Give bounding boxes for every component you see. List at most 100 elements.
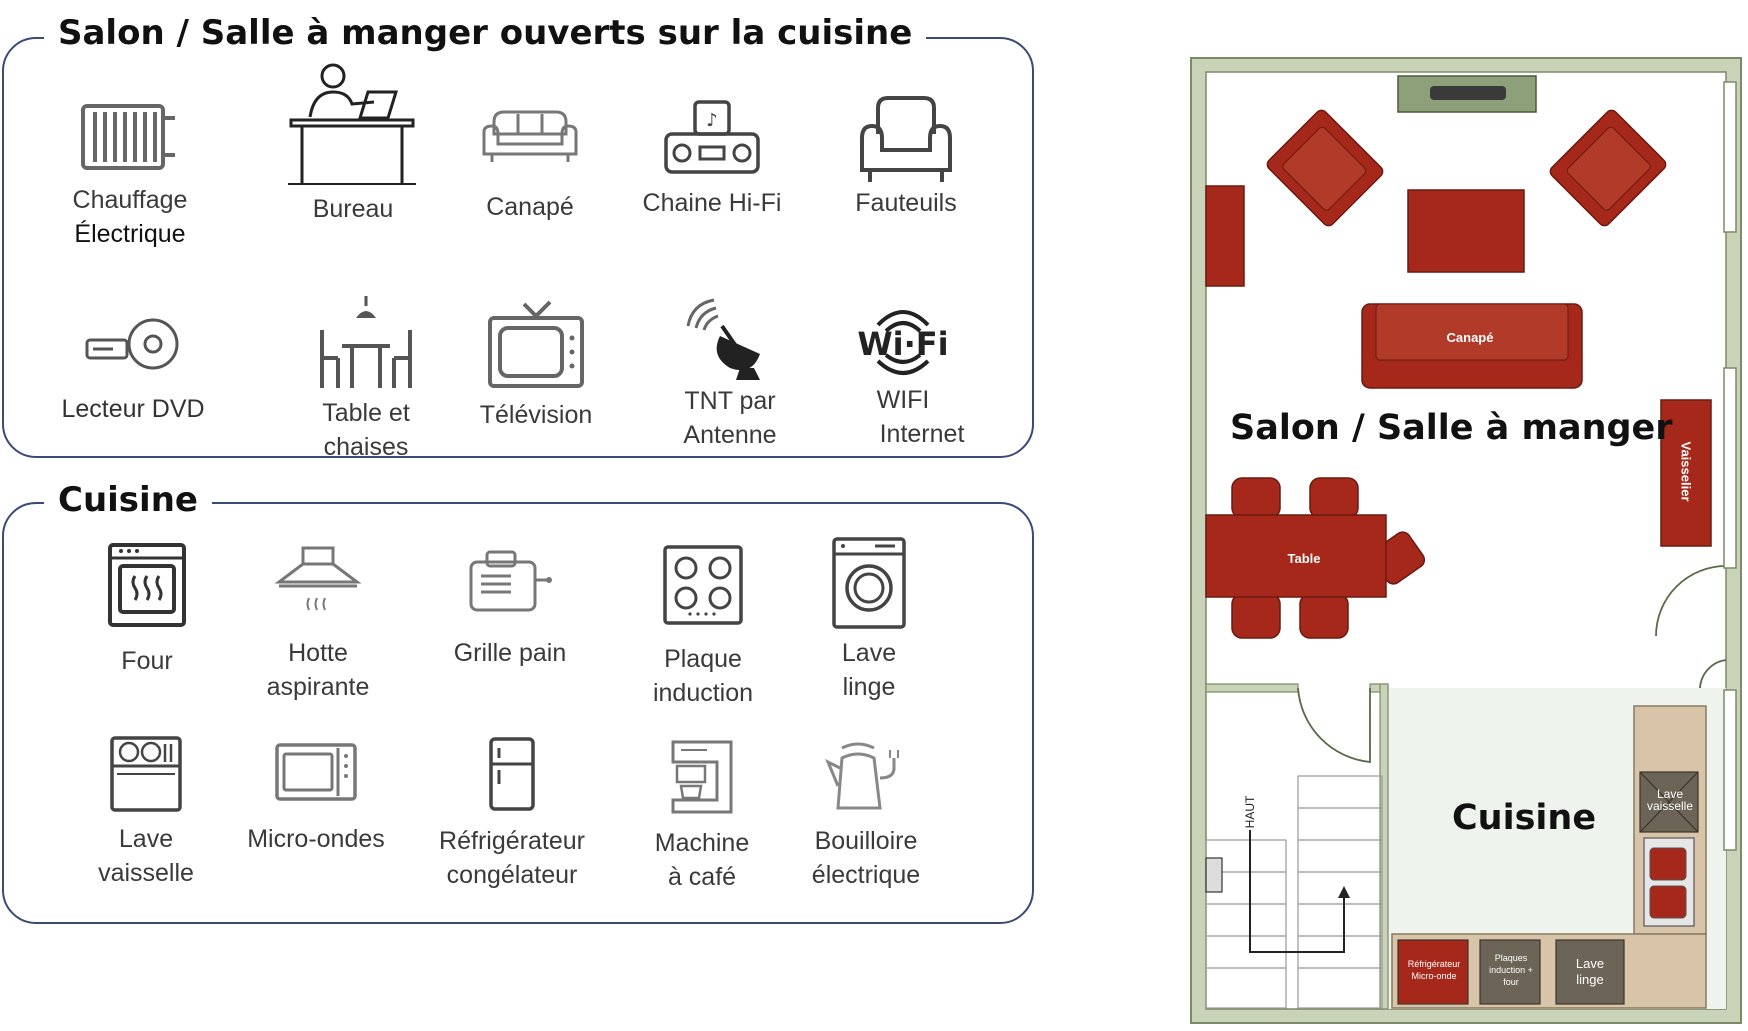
desk-icon [288,63,416,185]
armchair-right [1549,109,1667,227]
coffee-machine-icon [671,740,733,814]
item-machine-cafe: Machine à café [602,738,802,894]
internal-wall-vertical [1379,683,1389,1010]
item-television: Télévision [436,300,636,432]
room-salon-label: Salon / Salle à manger [1230,408,1673,448]
vaisselier [1660,399,1712,547]
table-label-2: chaises [323,433,409,461]
cuisine-panel [2,502,1034,924]
canape-label: Canapé [486,193,574,221]
bureau-label: Bureau [312,195,394,223]
window-right-bottom [1723,689,1737,851]
refrigerateur-label-2: congélateur [446,861,578,889]
kettle-icon [825,742,899,810]
induction-hob-icon [663,545,743,625]
machine-cafe-label-1: Machine [654,829,750,857]
fridge-block [1397,939,1469,1005]
window-right-top [1723,81,1737,233]
lave-vaisselle-label-1: Lave [118,825,174,853]
wifi-label-1: WIFI [876,386,930,414]
item-micro-ondes: Micro-ondes [216,742,416,856]
stairs-label: HAUT [1243,795,1257,829]
item-grille-pain: Grille pain [410,550,610,670]
table-chairs-icon [320,296,412,388]
television-icon [488,300,584,388]
tv [1430,86,1506,100]
range-hood-icon [274,546,362,611]
item-bureau: Bureau [253,62,453,226]
item-lave-vaisselle: Lave vaisselle [46,736,246,890]
oven-icon [108,543,186,627]
lave-vaisselle-plan-label: Lave vaisselle [1646,787,1694,813]
lave-vaisselle-label-2: vaisselle [98,859,194,887]
hotte-label-2: aspirante [266,673,370,701]
svg-text:♪: ♪ [706,110,718,131]
radiator-icon [81,104,175,170]
item-lave-linge: Lave linge [769,536,969,704]
table-plan-label: Table [1287,551,1321,566]
chauffage-label-2: Électrique [74,220,186,248]
dvd-player-icon [85,318,179,370]
room-cuisine-label: Cuisine [1452,798,1597,838]
sofa-icon [482,110,578,162]
item-tnt: TNT par Antenne [630,296,830,452]
svg-text:Wi·Fi: Wi·Fi [857,325,948,363]
item-hotte: Hotte aspirante [218,546,418,704]
machine-cafe-label-2: à café [667,863,737,891]
internal-wall-left [1205,683,1299,693]
item-canape: Canapé [430,108,630,224]
vaisselier-plan-label: Vaisselier [1678,441,1694,502]
item-wifi: Wi·Fi WIFI Internet [803,305,1003,451]
washing-machine-icon [832,537,906,629]
wifi-icon: Wi·Fi [857,310,949,375]
coffee-table [1407,189,1525,273]
microwave-icon [275,743,357,801]
hifi-label: Chaine Hi-Fi [642,189,782,217]
tnt-label-1: TNT par [684,387,776,415]
item-fauteuils: Fauteuils [806,94,1006,220]
grille-pain-label: Grille pain [453,639,567,667]
stairs [1205,775,1383,1009]
refrigerateur-plan-label: Réfrigérateur Micro-onde [1407,959,1461,981]
chauffage-label: Chauffage [72,186,188,214]
plaque-label-1: Plaque [664,645,742,673]
hotte-label-1: Hotte [288,639,348,667]
bouilloire-label-1: Bouilloire [814,827,918,855]
item-chauffage: Chauffage Électrique [30,100,230,251]
refrigerateur-label-1: Réfrigérateur [439,827,585,855]
entry-door-arc [1655,565,1727,637]
fridge-icon [489,737,535,811]
window-right-mid [1723,367,1737,569]
television-label: Télévision [479,401,593,429]
lave-linge-plan-label: Lave linge [1575,956,1605,987]
lave-linge-label-2: linge [842,673,896,701]
item-dvd: Lecteur DVD [33,318,233,426]
hifi-icon: ♪ [664,100,760,174]
desk-furniture [1205,185,1245,287]
hob-block [1479,939,1541,1005]
dining-table [1205,514,1387,598]
micro-ondes-label: Micro-ondes [247,825,385,853]
four-label: Four [121,647,173,675]
salon-title: Salon / Salle à manger ouverts sur la cu… [44,13,927,53]
cuisine-title: Cuisine [44,480,212,520]
item-plaque: Plaque induction [603,544,803,710]
canape-plan-label: Canapé [1446,330,1494,345]
toaster-icon [469,550,552,612]
door-arc [1297,687,1371,763]
fauteuils-label: Fauteuils [855,189,957,217]
item-refrigerateur: Réfrigérateur congélateur [412,736,612,892]
plaque-label-2: induction [652,679,754,707]
tnt-label-2: Antenne [683,421,777,449]
dishwasher-icon [110,736,182,812]
wifi-label-2: Internet [879,420,965,448]
satellite-dish-icon [686,298,760,380]
lave-linge-label-1: Lave [841,639,897,667]
bouilloire-label-2: électrique [811,861,921,889]
dvd-label: Lecteur DVD [61,395,205,423]
armchair-left [1266,109,1384,227]
plaques-plan-label: Plaques induction + four [1489,953,1533,987]
washing-block [1555,939,1625,1005]
item-table-chaises: Table et chaises [266,296,466,464]
